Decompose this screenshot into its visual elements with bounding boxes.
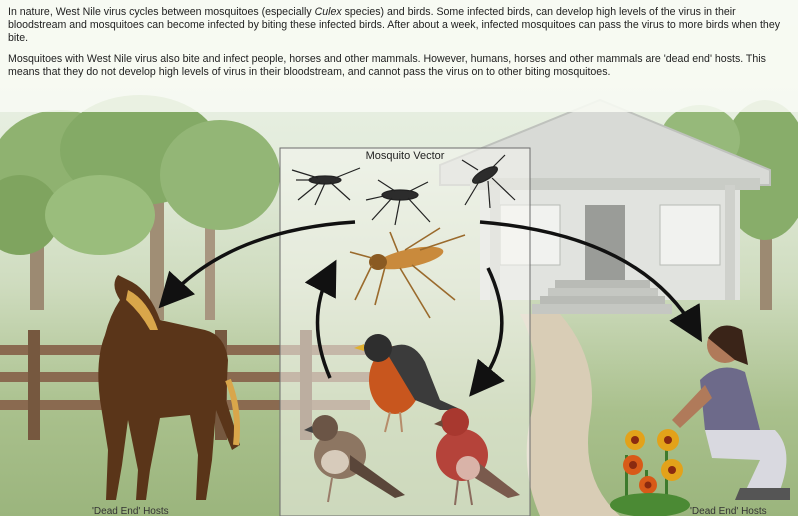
person-dead-end-caption: 'Dead End' Hosts [690,506,767,516]
intro-paragraph-2: Mosquitoes with West Nile virus also bit… [8,53,790,79]
tree-icon [0,95,280,320]
intro-paragraph-1: In nature, West Nile virus cycles betwee… [8,6,790,45]
flower-icon [610,429,690,516]
horse-dead-end-caption: 'Dead End' Hosts [92,506,169,516]
horse-icon [98,275,240,500]
garden-path [520,314,620,516]
intro-text-block: In nature, West Nile virus cycles betwee… [0,0,798,112]
mosquito-vector-title: Mosquito Vector [280,150,530,162]
woman-gardener-icon [672,326,790,501]
culex-italic: Culex [315,6,342,18]
